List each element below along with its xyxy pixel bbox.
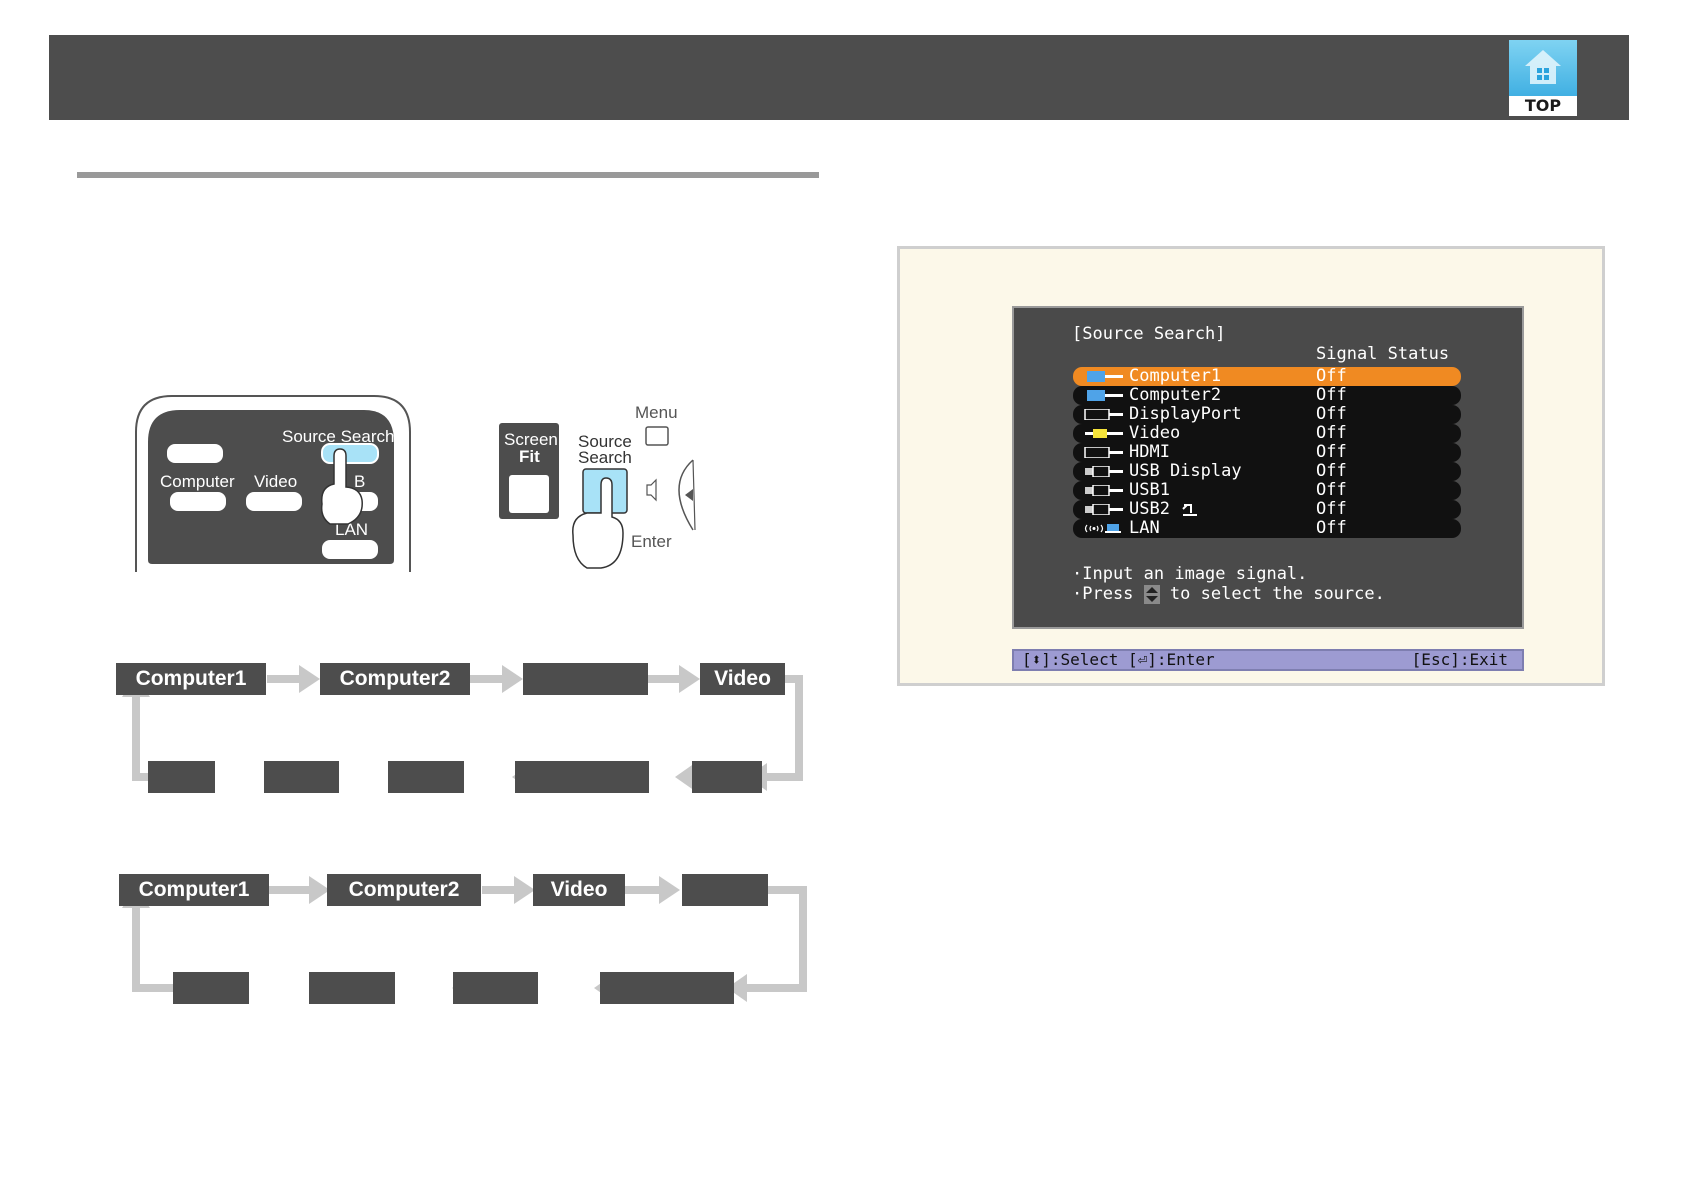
source-row-displayport[interactable]: DisplayPort Off [1073, 405, 1461, 424]
osd-message-2: ·Press to select the source. [1072, 584, 1385, 604]
home-icon [1525, 50, 1561, 84]
usb-icon [1085, 466, 1123, 477]
source-row-lan[interactable]: LAN Off [1073, 519, 1461, 538]
panel-label-screen: Screen [504, 430, 558, 449]
sequence-1-box6 [515, 761, 649, 793]
osd-title: [Source Search] [1072, 324, 1226, 344]
panel-label-source: Source [578, 432, 632, 451]
source-row-usb-display[interactable]: USB Display Off [1073, 462, 1461, 481]
source-search-screen-frame: [Source Search] Signal Status Computer1 … [897, 246, 1605, 686]
sequence-2-box4 [682, 874, 768, 906]
usb-camera-icon [1182, 504, 1197, 516]
panel-label-enter: Enter [631, 532, 672, 551]
page-header: TOP [49, 35, 1629, 120]
sequence-2-box6 [453, 972, 538, 1004]
speaker-icon [646, 478, 657, 502]
hdmi-icon [1084, 447, 1123, 458]
source-sequence-1: Computer1 Computer2 Video [112, 655, 812, 795]
displayport-icon [1084, 409, 1123, 420]
video-rca-icon [1085, 429, 1123, 438]
source-sequence-2: Computer1 Computer2 Video [112, 866, 812, 1006]
sequence-1-computer1: Computer1 [116, 663, 266, 695]
up-down-arrow-icon [1143, 584, 1160, 604]
remote-label-source-search: Source Search [282, 427, 394, 446]
computer-port-icon [1087, 390, 1123, 401]
sequence-1-box8 [264, 761, 339, 793]
sequence-1-box5 [692, 761, 762, 793]
osd-message-1: ·Input an image signal. [1072, 564, 1308, 584]
sequence-2-computer2: Computer2 [327, 874, 481, 906]
usb-icon [1085, 504, 1123, 515]
top-button[interactable]: TOP [1509, 40, 1577, 116]
source-search-menu: [Source Search] Signal Status Computer1 … [1012, 306, 1524, 629]
panel-label-search: Search [578, 448, 632, 467]
source-row-hdmi[interactable]: HDMI Off [1073, 443, 1461, 462]
lan-wireless-icon [1084, 524, 1121, 533]
sequence-2-box7 [309, 972, 395, 1004]
top-button-label: TOP [1509, 96, 1577, 116]
sequence-1-box9 [148, 761, 215, 793]
sequence-2-computer1: Computer1 [119, 874, 269, 906]
remote-label-usb: B [354, 472, 365, 491]
source-row-computer2[interactable]: Computer2 Off [1073, 386, 1461, 405]
remote-label-computer: Computer [160, 472, 235, 491]
pointing-hand-icon [572, 477, 624, 569]
sequence-1-box3 [523, 663, 648, 695]
osd-help-bar: [⬍]:Select [⏎]:Enter [Esc]:Exit [1012, 649, 1524, 671]
source-row-computer1[interactable]: Computer1 Off [1073, 367, 1461, 386]
sequence-2-box5 [600, 972, 734, 1004]
source-row-usb1[interactable]: USB1 Off [1073, 481, 1461, 500]
control-panel-illustration: Screen Fit Source Search Menu Enter [499, 405, 696, 569]
remote-label-video: Video [254, 472, 297, 491]
panel-label-menu: Menu [635, 405, 678, 422]
usb-icon [1085, 485, 1123, 496]
osd-help-select-enter: [⬍]:Select [⏎]:Enter [1022, 650, 1215, 669]
panel-label-fit: Fit [519, 447, 540, 466]
source-row-video[interactable]: Video Off [1073, 424, 1461, 443]
computer-port-icon [1087, 371, 1123, 382]
sequence-1-video: Video [700, 663, 785, 695]
sequence-2-video: Video [533, 874, 625, 906]
remote-control-illustration: Source Search Computer Video B LAN [135, 395, 411, 572]
osd-help-exit: [Esc]:Exit [1411, 650, 1508, 669]
section-rule [77, 172, 819, 178]
sequence-1-box7 [388, 761, 464, 793]
osd-column-header: Signal Status [1316, 344, 1450, 364]
sequence-1-computer2: Computer2 [320, 663, 470, 695]
pointing-hand-icon [320, 448, 363, 525]
source-row-usb2[interactable]: USB2 Off [1073, 500, 1461, 519]
sequence-2-box8 [173, 972, 249, 1004]
